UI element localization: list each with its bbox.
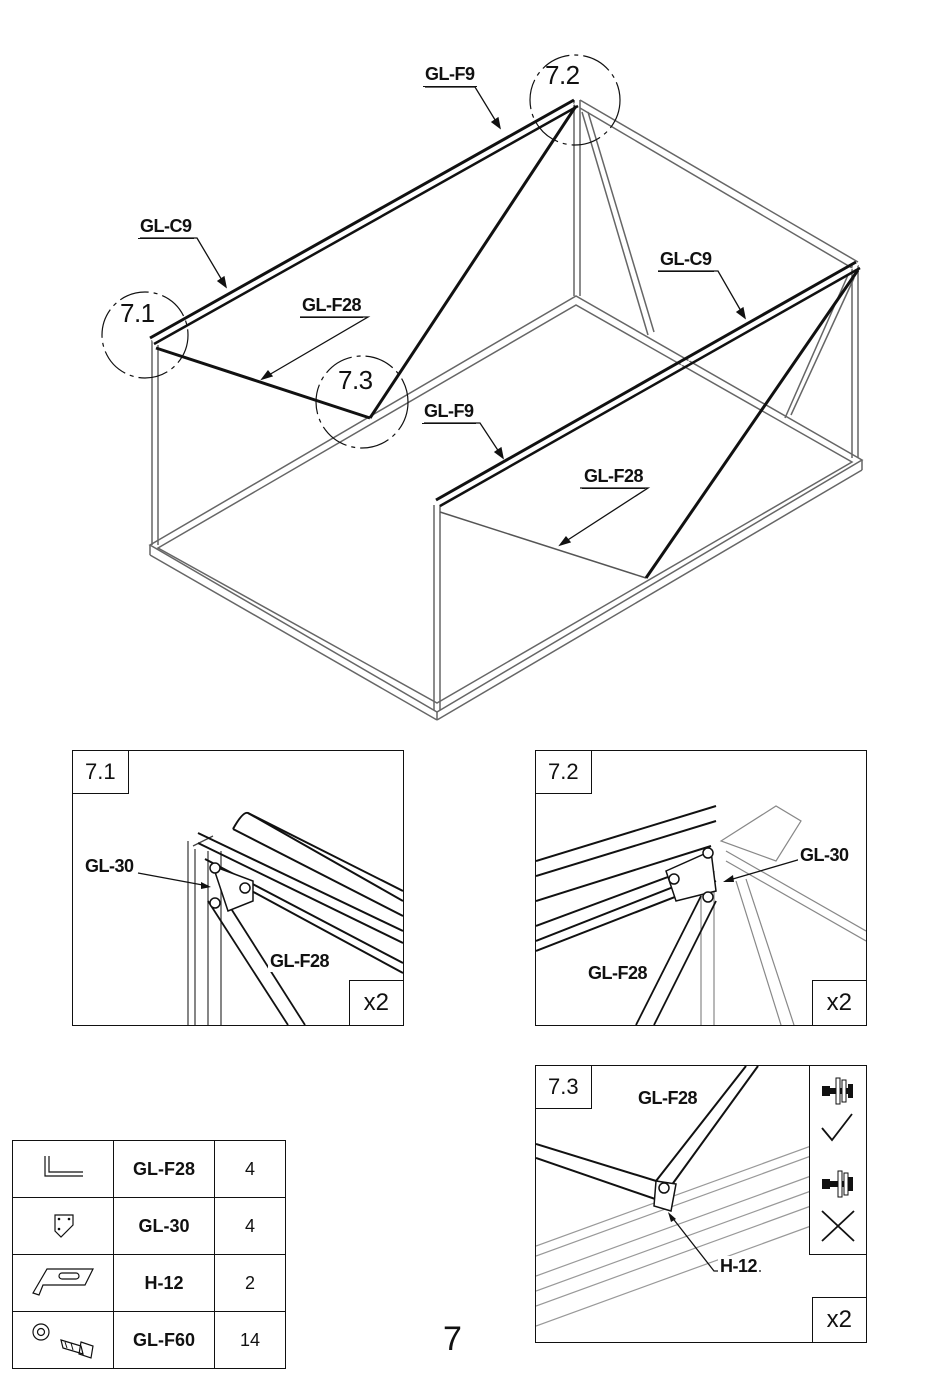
- label-glf9-top: GL-F9: [423, 64, 477, 87]
- callout-7-1: 7.1: [120, 298, 155, 329]
- overview-drawing: [0, 0, 950, 730]
- part-qty: 4: [215, 1198, 286, 1255]
- table-row: GL-F28 4: [13, 1141, 286, 1198]
- part-qty: 4: [215, 1141, 286, 1198]
- parts-table: GL-F28 4 GL-30 4 H-12 2 GL-F60 14: [12, 1140, 286, 1369]
- label-glc9-right: GL-C9: [658, 249, 714, 272]
- callout-7-2: 7.2: [545, 60, 580, 91]
- part-code: GL-F60: [114, 1312, 215, 1369]
- label-glf28-right: GL-F28: [582, 466, 645, 489]
- detail-7-1-multiplier: x2: [349, 980, 403, 1025]
- detail-7-2-multiplier: x2: [812, 980, 866, 1025]
- detail-7-3-multiplier: x2: [812, 1297, 866, 1342]
- label-glf28-left: GL-F28: [300, 295, 363, 318]
- label-glc9-left: GL-C9: [138, 216, 194, 239]
- bolt-orientation-guide: [809, 1066, 866, 1255]
- detail-7-2-tag: 7.2: [536, 751, 592, 794]
- bolt-wrong-icon: [822, 1171, 853, 1197]
- detail-7-2-label-gl30: GL-30: [798, 845, 851, 866]
- detail-7-1-label-glf28: GL-F28: [268, 951, 331, 972]
- detail-7-2-label-glf28: GL-F28: [586, 963, 649, 984]
- cross-icon: [822, 1211, 854, 1241]
- detail-7-1-tag: 7.1: [73, 751, 129, 794]
- page-number: 7: [443, 1320, 462, 1359]
- bracket-plate-icon: [33, 1207, 93, 1241]
- detail-7-3-tag: 7.3: [536, 1066, 592, 1109]
- part-qty: 2: [215, 1255, 286, 1312]
- detail-7-1-label-gl30: GL-30: [83, 856, 136, 877]
- table-row: H-12 2: [13, 1255, 286, 1312]
- part-code: H-12: [114, 1255, 215, 1312]
- detail-7-3-label-glf28: GL-F28: [636, 1088, 699, 1109]
- detail-7-2: 7.2 GL-30 GL-F28 x2: [535, 750, 867, 1026]
- label-glf9-mid: GL-F9: [422, 401, 476, 424]
- callout-7-3: 7.3: [338, 365, 373, 396]
- checkmark-icon: [822, 1114, 852, 1140]
- part-code: GL-F28: [114, 1141, 215, 1198]
- table-row: GL-F60 14: [13, 1312, 286, 1369]
- detail-7-3-label-h12: H-12: [718, 1256, 759, 1277]
- base-frame: [150, 296, 862, 712]
- table-row: GL-30 4: [13, 1198, 286, 1255]
- part-code: GL-30: [114, 1198, 215, 1255]
- detail-7-1: 7.1 GL-30 GL-F28 x2: [72, 750, 404, 1026]
- bolt-correct-icon: [822, 1078, 853, 1104]
- detail-7-3: 7.3 GL-F28 H-12 x2: [535, 1065, 867, 1343]
- slotted-clip-icon: [23, 1261, 103, 1301]
- part-qty: 14: [215, 1312, 286, 1369]
- angle-profile-icon: [33, 1152, 93, 1182]
- nut-bolt-icon: [23, 1316, 103, 1360]
